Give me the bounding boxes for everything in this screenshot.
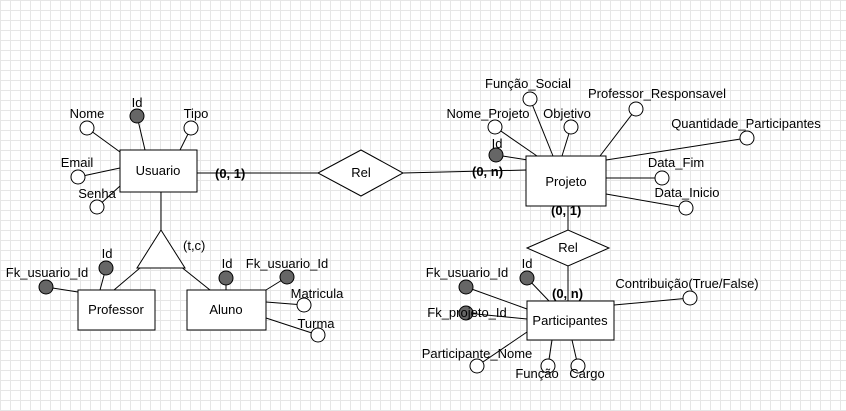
- participantes-id-label: Id: [522, 256, 533, 271]
- projeto-id-key-attribute[interactable]: [488, 147, 504, 163]
- participantes-participante-nome-attribute[interactable]: [469, 358, 485, 374]
- professor-fk-usuario-id-attribute[interactable]: [38, 279, 54, 295]
- participantes-fk-usuario-id-attribute[interactable]: [458, 279, 474, 295]
- participantes-cargo-label: Cargo: [569, 366, 604, 381]
- projeto-professor-responsavel-attribute[interactable]: [628, 101, 644, 117]
- entity-projeto[interactable]: Projeto: [525, 155, 607, 207]
- projeto-objetivo-label: Objetivo: [543, 106, 591, 121]
- usuario-senha-attribute[interactable]: [89, 199, 105, 215]
- entity-participantes[interactable]: Participantes: [526, 300, 615, 341]
- aluno-id-label: Id: [222, 256, 233, 271]
- projeto-nome-projeto-label: Nome_Projeto: [446, 106, 529, 121]
- entity-aluno-label: Aluno: [209, 302, 242, 317]
- cardinality-projeto-bottom: (0, 1): [551, 203, 581, 218]
- projeto-data-fim-label: Data_Fim: [648, 155, 704, 170]
- entity-usuario-label: Usuario: [136, 163, 181, 178]
- usuario-senha-label: Senha: [78, 186, 116, 201]
- relationship-usuario-projeto-label: Rel: [351, 165, 371, 180]
- entity-participantes-label: Participantes: [532, 313, 608, 328]
- usuario-id-key-attribute[interactable]: [129, 108, 145, 124]
- specialization-label: (t,c): [183, 238, 205, 253]
- projeto-quantidade-participantes-attribute[interactable]: [739, 130, 755, 146]
- projeto-professor-responsavel-label: Professor_Responsavel: [588, 86, 726, 101]
- participantes-id-key-attribute[interactable]: [519, 270, 535, 286]
- professor-id-key-attribute[interactable]: [98, 260, 114, 276]
- usuario-id-label: Id: [132, 95, 143, 110]
- participantes-fk-projeto-id-attribute[interactable]: [458, 305, 474, 321]
- aluno-matricula-label: Matricula: [291, 286, 345, 301]
- usuario-nome-attribute[interactable]: [79, 120, 95, 136]
- specialization-triangle[interactable]: [136, 229, 186, 269]
- projeto-objetivo-attribute[interactable]: [563, 119, 579, 135]
- usuario-tipo-attribute[interactable]: [183, 120, 199, 136]
- aluno-turma-label: Turma: [297, 316, 335, 331]
- entity-aluno[interactable]: Aluno: [186, 289, 267, 331]
- participantes-fk-usuario-id-label: Fk_usuario_Id: [426, 265, 508, 280]
- aluno-matricula-attribute[interactable]: [296, 297, 312, 313]
- participantes-contribuicao-attribute[interactable]: [682, 290, 698, 306]
- participantes-funcao-attribute[interactable]: [540, 358, 556, 374]
- aluno-fk-usuario-id-attribute[interactable]: [279, 269, 295, 285]
- entity-projeto-label: Projeto: [545, 174, 586, 189]
- projeto-data-inicio-attribute[interactable]: [678, 200, 694, 216]
- usuario-email-label: Email: [61, 155, 94, 170]
- participantes-fk-projeto-id-label: Fk_projeto_Id: [427, 305, 507, 320]
- usuario-tipo-label: Tipo: [184, 106, 209, 121]
- projeto-funcao-social-label: Função_Social: [485, 76, 571, 91]
- projeto-funcao-social-attribute[interactable]: [522, 91, 538, 107]
- relationship-usuario-projeto[interactable]: Rel: [316, 149, 405, 197]
- participantes-contribuicao-label: Contribuição(True/False): [615, 276, 758, 291]
- aluno-turma-attribute[interactable]: [310, 327, 326, 343]
- usuario-email-attribute[interactable]: [70, 169, 86, 185]
- projeto-quantidade-participantes-label: Quantidade_Participantes: [671, 116, 821, 131]
- participantes-participante-nome-label: Participante_Nome: [422, 346, 533, 361]
- relationship-projeto-participantes-label: Rel: [558, 240, 578, 255]
- projeto-data-fim-attribute[interactable]: [654, 170, 670, 186]
- usuario-nome-label: Nome: [70, 106, 105, 121]
- entity-professor[interactable]: Professor: [77, 289, 156, 331]
- cardinality-participantes-side: (0, n): [552, 286, 583, 301]
- connector-lines: [45, 98, 748, 367]
- relationship-projeto-participantes[interactable]: Rel: [525, 229, 611, 267]
- projeto-nome-projeto-attribute[interactable]: [487, 119, 503, 135]
- participantes-funcao-label: Função: [515, 366, 558, 381]
- projeto-data-inicio-label: Data_Inicio: [654, 185, 719, 200]
- projeto-id-label: Id: [492, 136, 503, 151]
- entity-usuario[interactable]: Usuario: [119, 149, 198, 193]
- cardinality-projeto-left: (0, n): [472, 164, 503, 179]
- participantes-cargo-attribute[interactable]: [570, 358, 586, 374]
- cardinality-usuario-side: (0, 1): [215, 166, 245, 181]
- professor-id-label: Id: [102, 246, 113, 261]
- entity-professor-label: Professor: [88, 302, 144, 317]
- professor-fk-usuario-id-label: Fk_usuario_Id: [6, 265, 88, 280]
- aluno-id-key-attribute[interactable]: [218, 270, 234, 286]
- aluno-fk-usuario-id-label: Fk_usuario_Id: [246, 256, 328, 271]
